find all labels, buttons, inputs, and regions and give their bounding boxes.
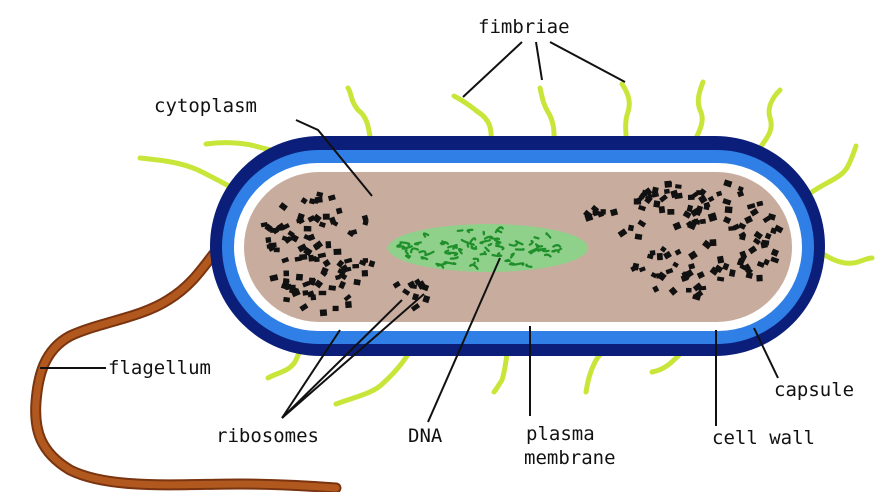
ribosome — [283, 297, 290, 303]
dna-strand — [535, 237, 539, 238]
dna-strand — [515, 263, 523, 264]
ribosome — [700, 219, 706, 224]
dna-strand — [406, 256, 410, 258]
ribosome — [761, 240, 769, 246]
ribosome — [657, 253, 663, 260]
fimbriae-leader — [463, 42, 522, 97]
ribosome — [352, 264, 359, 269]
label-cell-wall: cell wall — [712, 427, 815, 449]
ribosome — [304, 226, 312, 232]
ribosome — [353, 279, 360, 286]
ribosome — [362, 270, 368, 277]
dna-strand — [537, 246, 538, 248]
dna-strand — [485, 252, 486, 254]
ribosome — [635, 234, 643, 241]
ribosome — [656, 273, 662, 279]
ribosome — [363, 258, 368, 263]
ribosome — [703, 204, 709, 210]
ribosome — [659, 206, 666, 213]
ribosome — [593, 210, 600, 215]
ribosome — [634, 199, 641, 205]
ribosome — [667, 209, 674, 215]
ribosome — [265, 237, 271, 243]
ribosome — [717, 256, 724, 264]
ribosome — [323, 214, 330, 220]
ribosome — [333, 306, 339, 311]
ribosome — [725, 206, 733, 213]
label-fimbriae: fimbriae — [478, 16, 570, 38]
label-membrane: membrane — [524, 447, 616, 469]
label-ribosomes: ribosomes — [216, 425, 319, 447]
dna-strand — [505, 260, 509, 261]
ribosome — [756, 275, 762, 282]
dna-strand — [543, 250, 549, 251]
dna-strand — [446, 262, 455, 264]
label-cytoplasm: cytoplasm — [154, 95, 257, 117]
ribosome — [675, 184, 682, 189]
ribosome — [302, 290, 308, 296]
ribosome — [310, 294, 316, 300]
label-flagellum: flagellum — [108, 357, 211, 379]
ribosome — [345, 301, 352, 308]
fimbriae-leader — [550, 42, 625, 82]
label-dna: DNA — [408, 425, 443, 447]
dna-strand — [458, 230, 463, 231]
fimbriae-leader — [536, 42, 542, 80]
ribosome — [333, 249, 341, 255]
dna-strand — [490, 238, 499, 239]
ribosome — [664, 189, 670, 194]
ribosome — [309, 278, 315, 282]
label-capsule: capsule — [774, 379, 854, 401]
ribosome — [319, 291, 327, 295]
ribosome — [667, 182, 672, 187]
ribosome — [328, 285, 336, 291]
dna-strand — [510, 263, 515, 265]
ribosome — [600, 209, 605, 214]
dna-strand — [489, 244, 492, 245]
dna-strand — [406, 250, 408, 254]
dna-strand — [552, 250, 556, 251]
fimbria — [812, 146, 856, 192]
label-plasma: plasma — [526, 423, 595, 445]
dna-nucleoid — [388, 224, 588, 272]
dna-strand — [481, 254, 485, 255]
ribosome — [628, 225, 634, 232]
ribosome — [308, 255, 314, 262]
ribosome — [320, 309, 327, 316]
ribosome — [296, 274, 303, 281]
ribosome — [283, 270, 289, 276]
ribosome — [326, 241, 332, 248]
fimbria — [820, 252, 872, 263]
ribosome — [686, 288, 692, 293]
ribosome — [312, 199, 319, 204]
